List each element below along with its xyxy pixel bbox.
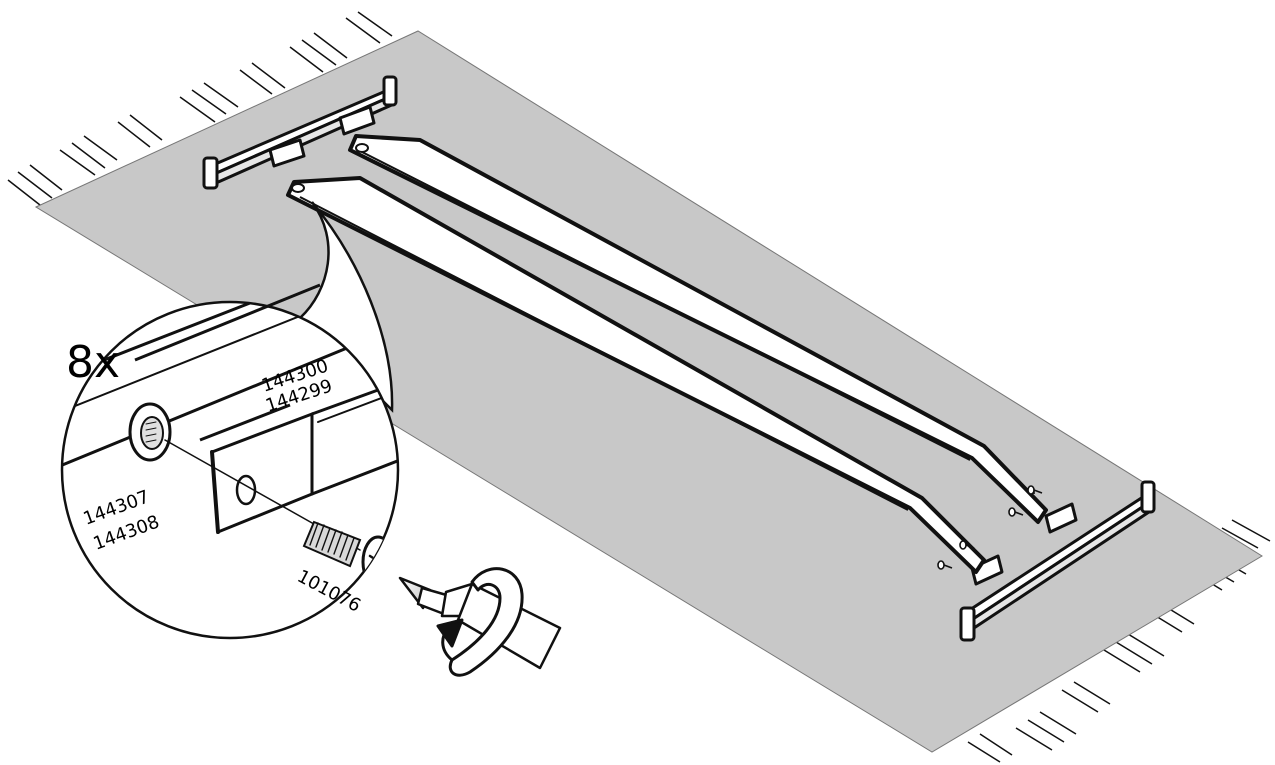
screws-far-end xyxy=(291,143,369,193)
screws-near-end xyxy=(937,485,1043,570)
floor-hatching xyxy=(7,11,1271,763)
quantity-label: 8x xyxy=(66,337,120,388)
callout-pointer xyxy=(298,201,394,413)
side-rails xyxy=(286,134,1048,574)
cross-bracket-far xyxy=(202,75,398,190)
cross-bracket-near xyxy=(959,480,1156,642)
rotation-arrow-icon xyxy=(436,567,524,677)
